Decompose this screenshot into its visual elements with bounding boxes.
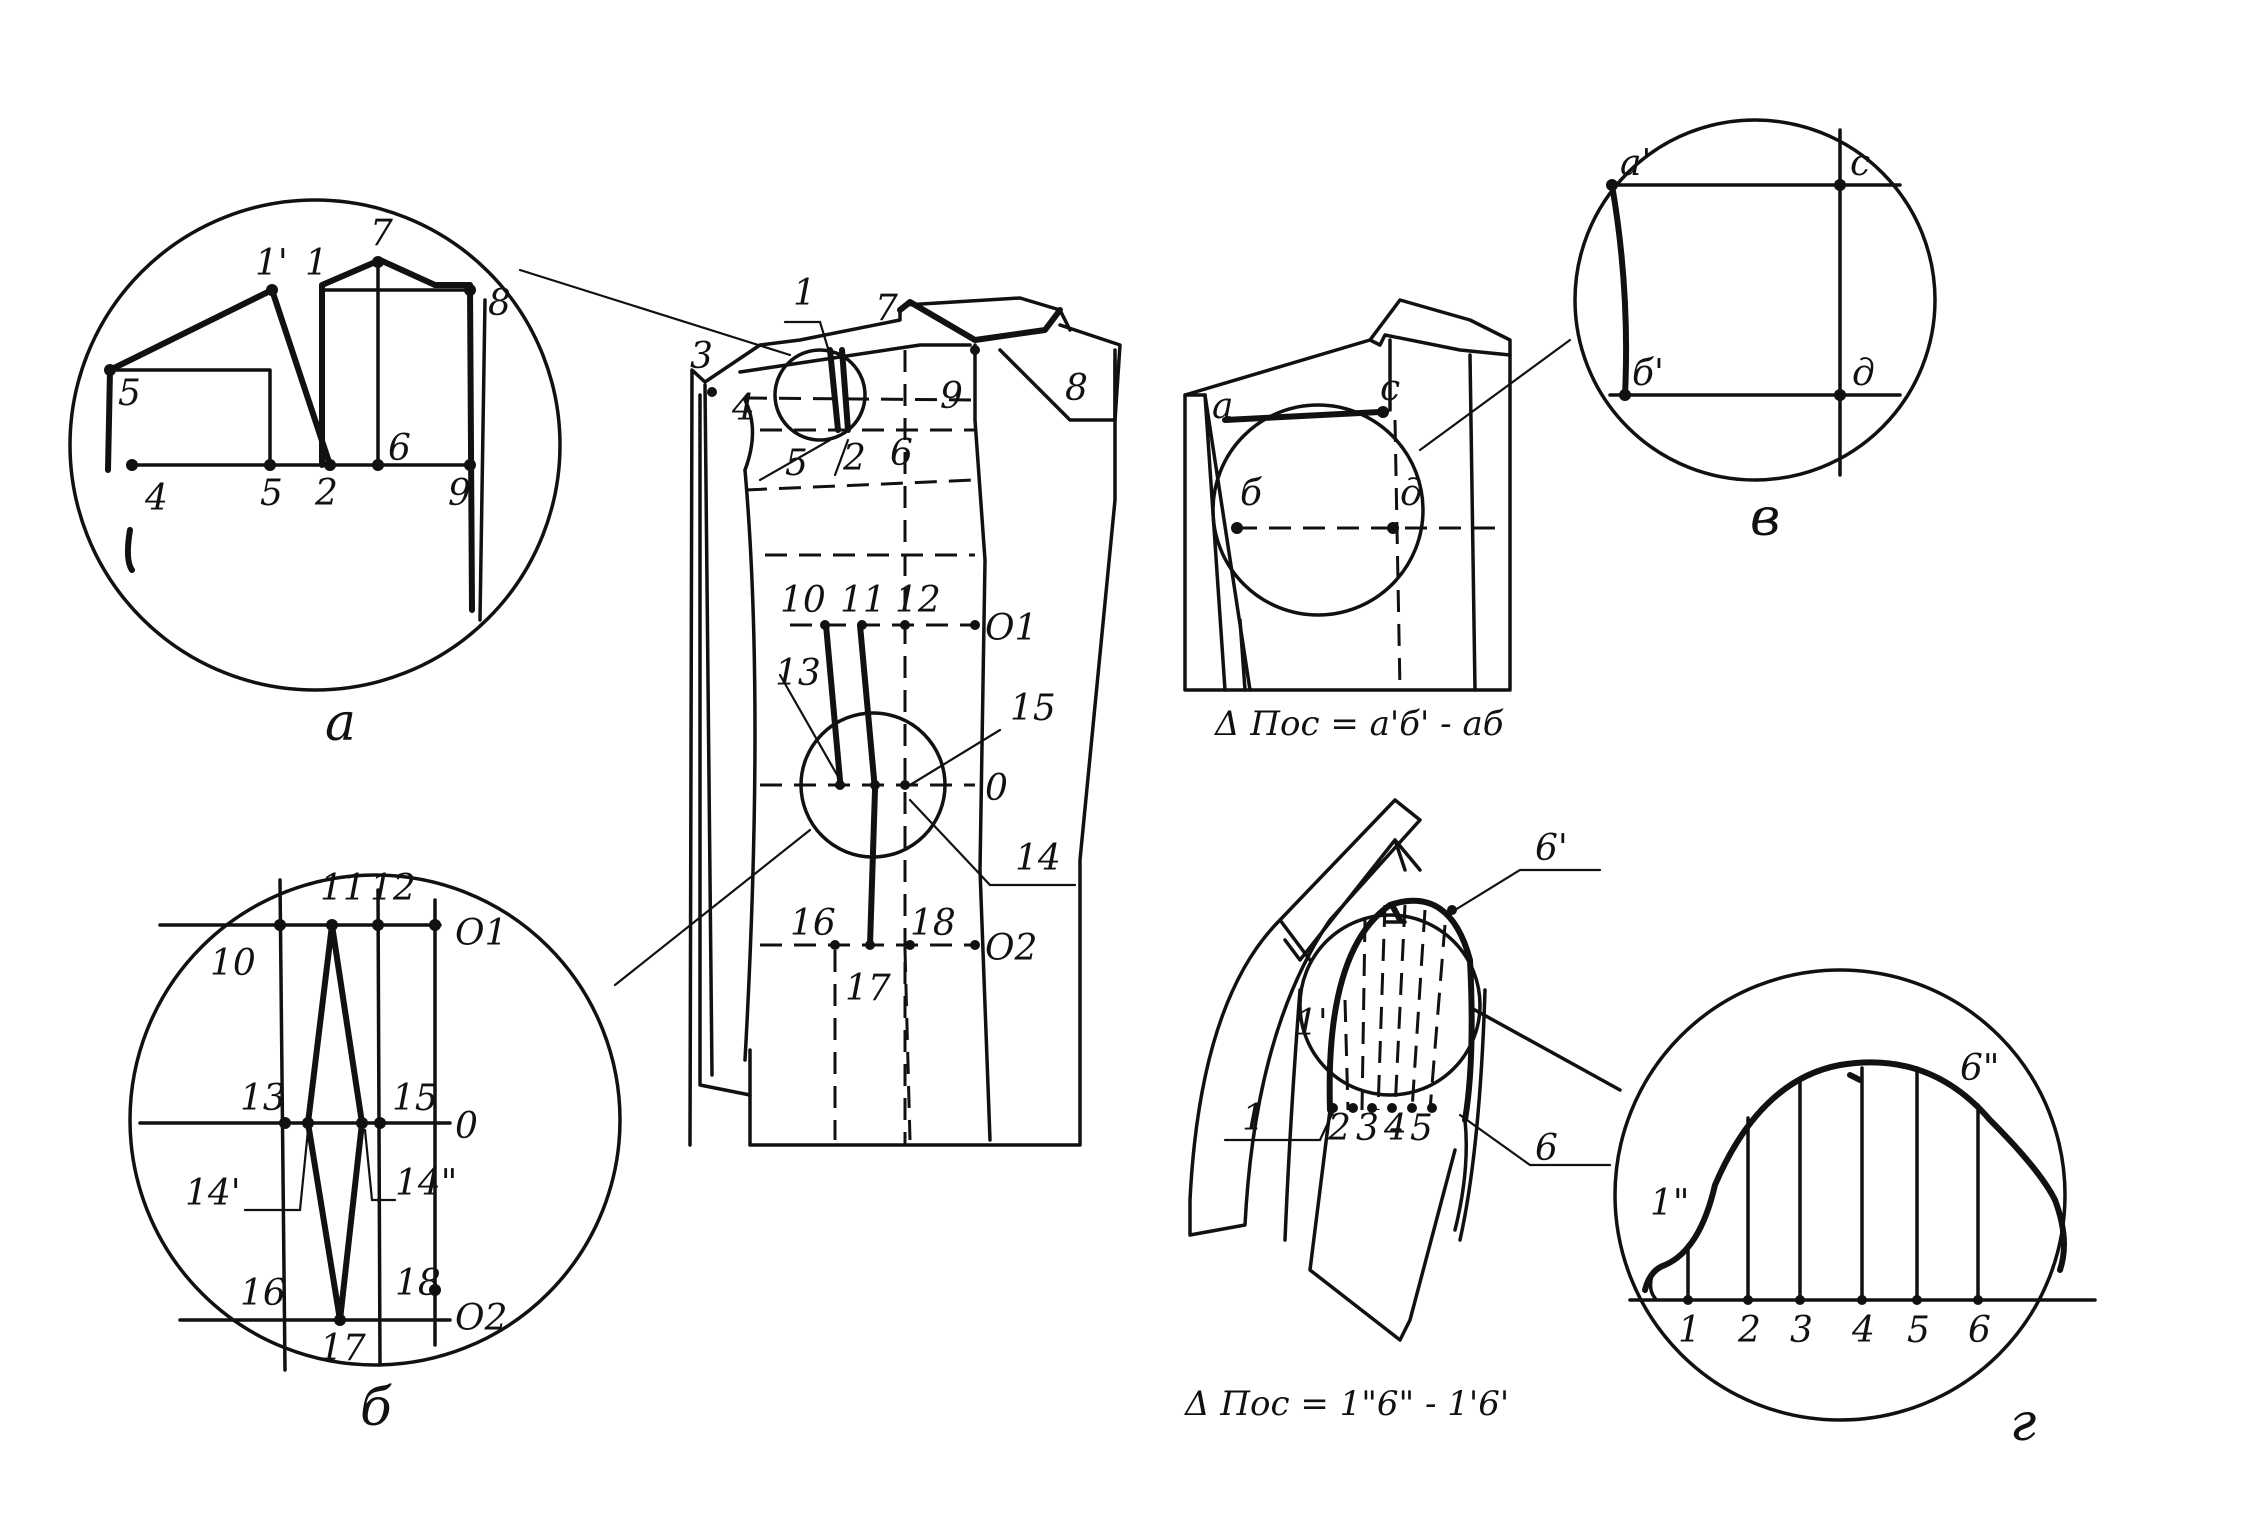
g-axis-4: 4 [1851,1310,1875,1351]
g-label-5: 5 [1410,1108,1433,1149]
g-label-1p: 1' [1295,1003,1328,1044]
label-14: 14 [1015,838,1061,879]
caption-g: г [2010,1393,2036,1453]
chest-piece-drawing: а с б д Δ Пос = а'б' - аб [1183,298,1572,744]
g-axis-3: 3 [1790,1310,1813,1351]
a-label-1p: 1' [255,243,288,284]
label-13: 13 [775,653,821,694]
g-axis-2: 2 [1737,1310,1761,1351]
b-label-10: 10 [210,943,256,984]
label-18: 18 [910,903,956,944]
b-label-11: 11 [320,868,366,909]
b-label-O1: O1 [455,913,507,954]
v-label-c-detail: с [1850,143,1870,184]
label-9: 9 [940,376,963,417]
label-16: 16 [790,903,836,944]
g-label-4: 4 [1383,1108,1407,1149]
g-axis-1: 1 [1678,1310,1701,1351]
v-label-a: а [1212,386,1233,427]
g-label-3: 3 [1356,1108,1379,1149]
g-label-1pp: 1" [1650,1183,1689,1224]
a-label-5-top: 5 [118,373,141,414]
caption-v: в [1750,488,1780,548]
caption-a: а [325,693,356,753]
b-label-17: 17 [320,1328,366,1369]
formula-front: Δ Пос = а'б' - аб [1213,704,1504,744]
b-label-12: 12 [370,868,416,909]
connector-b [613,828,812,987]
label-12: 12 [895,580,941,621]
g-axis-6: 6 [1968,1310,1991,1351]
detail-v-square: а' с б' д в [1573,118,1937,548]
b-label-13: 13 [240,1078,286,1119]
v-label-a-prime: а' [1620,143,1651,184]
label-6: 6 [890,433,913,474]
a-label-1: 1 [305,243,328,284]
b-label-O: 0 [455,1106,478,1147]
v-label-c: с [1380,368,1400,409]
g-label-2: 2 [1327,1108,1351,1149]
v-label-d: д [1400,473,1423,514]
label-2: 2 [842,438,866,479]
connector-a [518,268,792,357]
label-15: 15 [1010,688,1056,729]
label-11: 11 [840,580,886,621]
v-label-b: б [1240,473,1263,514]
b-label-14p: 14' [185,1173,241,1214]
a-label-7: 7 [370,213,393,254]
a-label-5: 5 [260,473,283,514]
g-label-6p: 6' [1535,828,1568,869]
formula-sleeve: Δ Пос = 1"6" - 1'6' [1183,1384,1509,1424]
a-label-9: 9 [448,473,471,514]
detail-g-sleeve-cap: 1" 6" 1 2 3 4 5 6 г [1613,968,2097,1453]
label-7: 7 [875,288,898,329]
caption-b: б [360,1378,392,1438]
label-8: 8 [1065,368,1088,409]
sleeve-drawing: 6' 1' 1 2 3 4 5 6 Δ Пос = 1"6" - 1'6' [1183,798,1622,1424]
detail-b-dart: 11 12 O1 10 13 15 0 14' 14" 16 18 O2 17 … [128,868,622,1438]
g-label-6pp: 6" [1960,1048,1999,1089]
g-label-6: 6 [1535,1128,1558,1169]
b-label-14pp: 14" [395,1163,457,1204]
b-label-O2: O2 [455,1298,507,1339]
label-3: 3 [690,336,713,377]
label-1: 1 [793,273,816,314]
label-5: 5 [785,443,808,484]
label-O2: O2 [985,928,1037,969]
label-O1: O1 [985,608,1037,649]
v-label-b-prime: б' [1632,353,1664,394]
a-label-6: 6 [388,428,411,469]
g-axis-5: 5 [1907,1310,1930,1351]
label-17: 17 [845,968,891,1009]
v-label-d-detail: д [1852,353,1875,394]
a-label-8: 8 [488,283,511,324]
b-label-18: 18 [395,1263,441,1304]
label-4: 4 [731,388,755,429]
detail-a-shoulder: 1' 1 7 8 5 6 4 5 2 9 а [68,198,562,753]
a-label-2: 2 [314,473,338,514]
jacket-front-drawing: 1 7 3 4 9 8 5 2 6 10 11 12 O1 13 15 0 14… [688,273,1122,1147]
b-label-15: 15 [392,1078,438,1119]
g-label-1: 1 [1242,1098,1265,1139]
b-label-16: 16 [240,1273,286,1314]
label-O: 0 [985,768,1008,809]
label-10: 10 [780,580,826,621]
a-label-4: 4 [144,478,168,519]
